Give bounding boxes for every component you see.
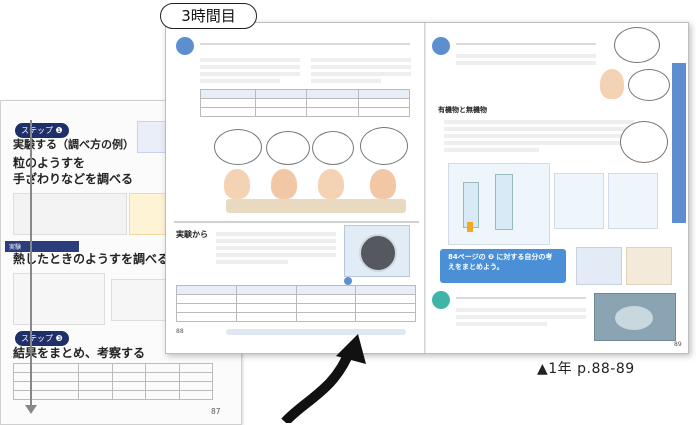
student-1 — [224, 169, 250, 199]
teacher-bubble — [614, 27, 660, 63]
left-page-marker — [176, 37, 194, 55]
teacher-figure — [600, 69, 624, 99]
cooking-photo — [594, 293, 676, 341]
progress-strip — [226, 329, 406, 335]
flask-experiment-photo — [448, 163, 550, 245]
petri-dish-photo — [344, 225, 410, 277]
experiment-illustration — [13, 193, 127, 235]
result-photo-1 — [576, 247, 622, 285]
student-bubble — [628, 69, 670, 101]
intro-text — [456, 51, 596, 68]
photo-badge — [344, 277, 352, 285]
right-column-text — [311, 55, 411, 86]
review-heading-rule — [456, 297, 586, 299]
step-1-badge: ステップ ❶ — [15, 123, 69, 138]
callout-box: 84ページの ❷ に対する自分の考えをまとめよう。 — [440, 249, 566, 283]
textbook-spread-88-89: 実験から 88 有機物と無機物 84ページの ❷ に対する自分の考えをまとめよう… — [165, 22, 689, 354]
speech-bubble-2 — [266, 131, 310, 165]
review-marker — [432, 291, 450, 309]
left-heading-rule — [200, 43, 410, 45]
left-subheading: 実験から — [176, 230, 208, 239]
right-page-marker — [432, 37, 450, 55]
speech-bubble-4 — [360, 127, 408, 165]
step-3-heading: 結果をまとめ、考察する — [13, 346, 146, 360]
step-1-title-line-2: 手ざわりなどを調べる — [13, 172, 134, 186]
step-1-title-line-1: 粒のようすを — [13, 156, 86, 170]
experiment-bar: 実験 — [5, 241, 79, 252]
flow-line — [30, 120, 32, 410]
explanation-text — [216, 229, 336, 267]
comparison-table — [200, 89, 411, 117]
beaker-photo-1 — [554, 173, 604, 229]
back-page-number: 87 — [211, 407, 221, 416]
speech-bubble-3 — [312, 131, 354, 165]
speech-bubble-1 — [214, 129, 262, 165]
step-1-heading: 実験する（調べ方の例） — [13, 138, 134, 151]
transition-arrow-icon — [281, 334, 366, 423]
organic-section-title: 有機物と無機物 — [438, 106, 487, 114]
lesson-title-label: 3時間目 — [160, 3, 257, 29]
burner-illustration — [13, 273, 105, 325]
left-column-text — [200, 55, 300, 86]
review-text — [456, 305, 586, 329]
student-2 — [271, 169, 297, 199]
result-photo-2 — [626, 247, 672, 285]
organic-body-text — [444, 117, 634, 155]
right-heading-rule — [456, 43, 596, 45]
side-index-tab — [672, 63, 686, 223]
experiment-heading: 熱したときのようすを調べる — [13, 252, 170, 266]
results-summary-table — [176, 285, 416, 322]
flow-arrow-icon — [25, 405, 37, 414]
beaker-photo-2 — [608, 173, 658, 229]
student-4 — [370, 169, 396, 199]
desk — [226, 199, 406, 213]
spread-gutter — [424, 23, 426, 353]
page-caption: ▲1年 p.88-89 — [537, 361, 635, 377]
left-page-number: 88 — [176, 328, 184, 335]
divider — [174, 221, 419, 223]
question-bubble — [620, 121, 668, 163]
student-3 — [318, 169, 344, 199]
right-page-number: 89 — [674, 341, 682, 348]
step-3-badge: ステップ ❸ — [15, 331, 69, 346]
results-table — [13, 363, 213, 400]
